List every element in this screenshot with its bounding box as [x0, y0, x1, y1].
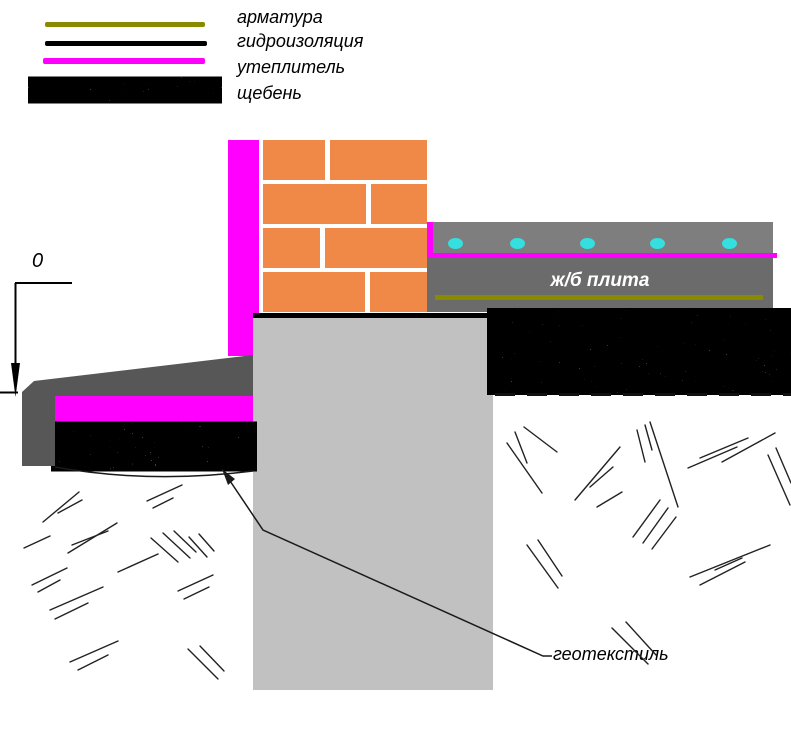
heating-pipe-dot: [510, 238, 525, 249]
brick: [330, 140, 427, 180]
waterproofing-layer: [253, 313, 493, 318]
brick: [263, 184, 366, 224]
legend-label-insulation: утеплитель: [237, 57, 346, 77]
legend-label-waterproofing: гидроизоляция: [237, 31, 364, 51]
gravel-band-right: [493, 312, 791, 391]
legend-label-rebar: арматура: [237, 7, 323, 27]
legend-insulation-line: [43, 58, 205, 64]
geotextile-leader-line: [221, 468, 552, 657]
rc-slab: [427, 258, 773, 312]
underslab-insulation-line: [427, 253, 777, 258]
rc-slab-label: ж/б плита: [550, 270, 650, 291]
brick: [371, 184, 427, 224]
concrete-foundation: [253, 313, 493, 690]
legend-label-gravel: щебень: [237, 83, 302, 103]
leader-arrowhead-icon: [222, 469, 235, 485]
brick-wall: [263, 140, 427, 318]
soil-hatching: [23, 421, 791, 680]
heating-pipe-dot: [580, 238, 595, 249]
geotextile-label: геотекстиль: [553, 644, 669, 664]
brick: [325, 228, 427, 268]
gravel-band-left: [55, 424, 253, 469]
heating-pipe-dot: [448, 238, 463, 249]
brick-row: [263, 272, 427, 312]
floor-screed-slab: [433, 222, 773, 253]
dimension-arrowhead-icon: [11, 363, 20, 397]
brick-row: [263, 184, 427, 224]
brick: [263, 228, 320, 268]
edge-insulation-strip: [427, 222, 433, 258]
brick-row: [263, 140, 427, 180]
zero-elevation-mark: [0, 282, 72, 394]
brick: [263, 140, 325, 180]
brick-row: [263, 228, 427, 268]
zero-elevation-label: 0: [32, 250, 44, 272]
legend-gravel-swatch: [32, 78, 218, 102]
legend-rebar-line: [45, 22, 205, 27]
brick: [263, 272, 365, 312]
blind-area-insulation-layer: [55, 396, 253, 424]
blind-area-wedge: [22, 355, 253, 466]
legend-waterproofing-line: [45, 41, 207, 46]
rebar-line: [435, 295, 763, 300]
heating-pipe-dot: [722, 238, 737, 249]
brick: [370, 272, 427, 312]
heating-pipe-dot: [650, 238, 665, 249]
